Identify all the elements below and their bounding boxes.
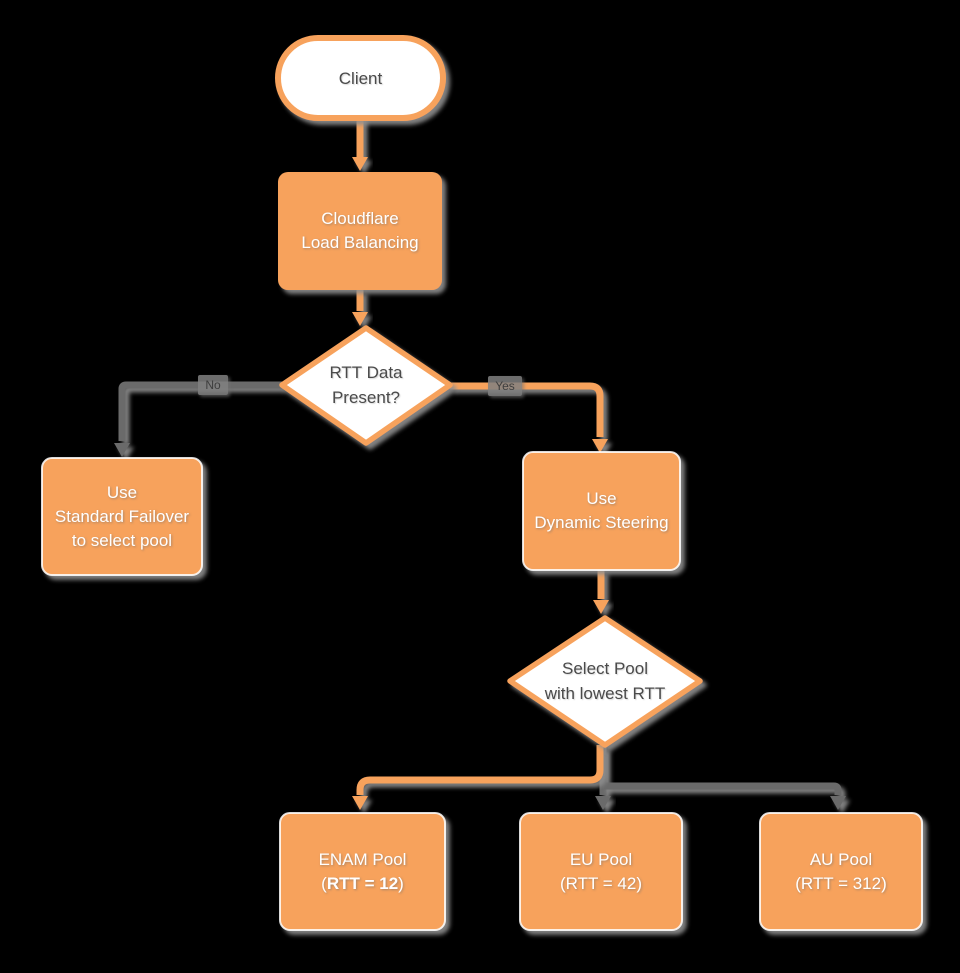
arrowhead-to-loadbalancer (352, 157, 368, 171)
rtt-decision-diamond-shape (279, 325, 453, 446)
edge-client-to-loadbalancer (352, 114, 368, 171)
eu-pool-node-shape (519, 812, 683, 931)
edge-no-connector (114, 381, 282, 457)
edge-steering-to-select-pool (593, 570, 609, 614)
standard-failover-node-shape (41, 457, 203, 576)
arrowhead-to-eu-pool (595, 796, 611, 810)
au-pool-node-shape (759, 812, 923, 931)
arrowhead-to-enam-pool (352, 796, 368, 810)
dynamic-steering-node-shape (522, 451, 681, 571)
no-text: No (205, 378, 221, 392)
yes-text: Yes (495, 379, 515, 393)
arrowhead-to-au-pool (830, 796, 846, 810)
edge-to-au-pool (603, 782, 846, 810)
edge-label-no: No (198, 375, 228, 395)
select-pool-diamond-shape (507, 615, 703, 748)
cloudflare-loadbalancer-node-shape (278, 172, 442, 290)
arrowhead-to-dynamic-steering (592, 439, 608, 453)
arrowhead-to-select-pool (593, 600, 609, 614)
arrowhead-to-rtt-decision (352, 312, 368, 326)
edge-label-yes: Yes (488, 376, 522, 396)
arrowhead-to-standard-failover (114, 443, 130, 457)
edge-to-enam-pool (352, 745, 604, 810)
enam-pool-node-shape (279, 812, 446, 931)
edge-yes-connector (450, 382, 608, 453)
client-node-shape (275, 35, 446, 121)
edge-loadbalancer-to-rtt-decision (352, 290, 368, 326)
